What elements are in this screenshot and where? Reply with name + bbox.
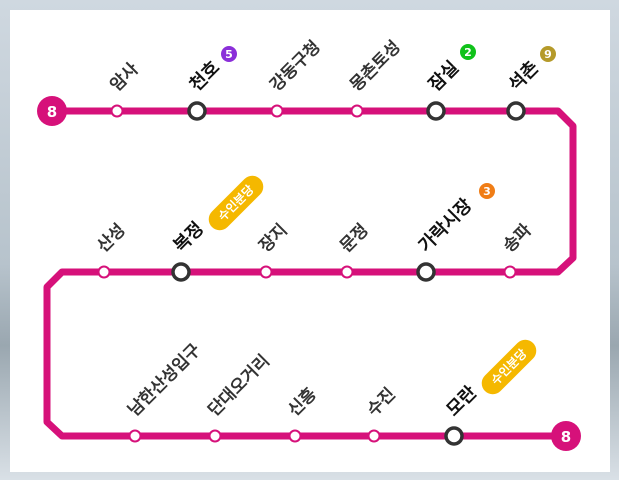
station-label: 수진	[363, 384, 399, 420]
station-label: 복정	[170, 218, 208, 256]
station-label: 몽촌토성	[346, 37, 404, 95]
station-label: 신흥	[284, 383, 321, 420]
station-garak-market[interactable]: 가락시장 3	[415, 183, 495, 282]
svg-text:3: 3	[483, 185, 491, 198]
station-dandae-ogeori[interactable]: 단대오거리	[204, 351, 274, 443]
station-label: 가락시장	[415, 195, 477, 257]
station-namhansanseong[interactable]: 남한산성입구	[124, 340, 205, 443]
station-label: 남한산성입구	[124, 340, 205, 421]
station-moran[interactable]: 모란 수인분당	[443, 335, 541, 446]
line-badge-end: 8	[551, 421, 581, 451]
suin-bundang-transfer-pill: 수인분당	[208, 175, 264, 231]
line9-transfer-icon: 9	[540, 46, 556, 62]
line-badge-end-label: 8	[561, 428, 571, 446]
station-label: 단대오거리	[204, 351, 273, 420]
station-label: 강동구청	[266, 36, 325, 95]
station-label: 모란	[443, 382, 482, 421]
station-label: 문정	[336, 220, 372, 256]
line2-transfer-icon: 2	[460, 44, 476, 60]
station-label: 암사	[106, 59, 143, 96]
line5-transfer-icon: 5	[221, 46, 237, 62]
route-line	[43, 107, 577, 440]
svg-text:5: 5	[225, 48, 233, 61]
station-label: 산성	[93, 220, 129, 256]
svg-text:2: 2	[464, 46, 472, 59]
station-mongchontoseong[interactable]: 몽촌토성	[346, 37, 405, 118]
station-bokjeong[interactable]: 복정 수인분당	[170, 171, 268, 282]
station-label: 장지	[255, 220, 291, 256]
station-label: 천호	[186, 57, 224, 95]
line3-transfer-icon: 3	[479, 183, 495, 199]
route-map-panel: 8 8 암사 천호 5 강동구청 몽촌토성	[10, 10, 610, 472]
station-gangdong-gu-office[interactable]: 강동구청	[266, 36, 325, 118]
line-badge-start-label: 8	[47, 103, 57, 121]
suin-bundang-transfer-pill: 수인분당	[481, 339, 537, 395]
station-label: 잠실	[425, 57, 463, 95]
station-label: 송파	[499, 220, 536, 257]
line8-route-map: 8 8 암사 천호 5 강동구청 몽촌토성	[37, 36, 581, 451]
line-badge-start: 8	[37, 96, 67, 126]
svg-text:9: 9	[544, 48, 552, 61]
station-label: 석촌	[505, 57, 543, 95]
